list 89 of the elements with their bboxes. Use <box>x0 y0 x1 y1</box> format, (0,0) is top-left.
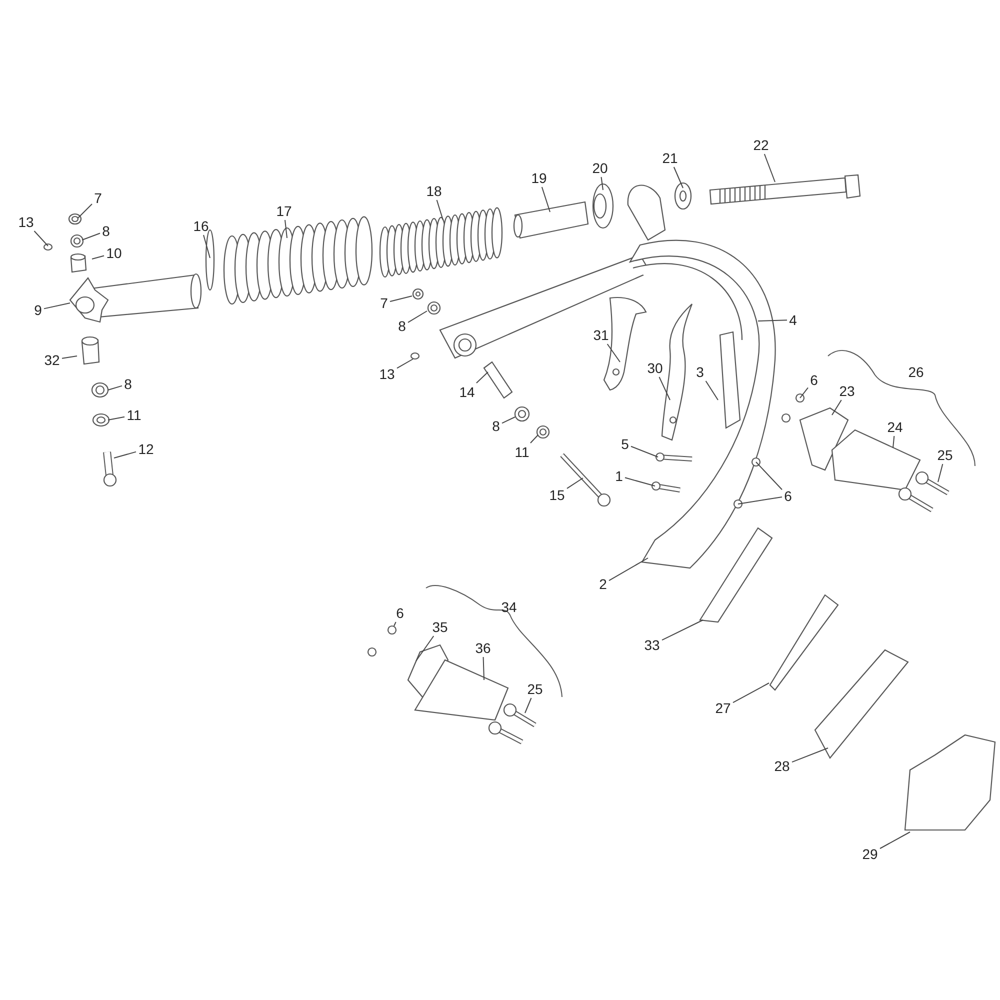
leader-line <box>92 255 104 260</box>
leader-line <box>606 344 620 362</box>
callout-number: 30 <box>647 360 663 376</box>
leader-line <box>800 387 808 398</box>
callout-number: 2 <box>599 576 607 592</box>
leader-line <box>530 434 538 444</box>
callout-number: 34 <box>501 599 517 615</box>
leader-line <box>732 682 770 704</box>
callout-number: 13 <box>379 366 395 382</box>
callout-number: 3 <box>696 364 704 380</box>
leader-line <box>624 477 656 486</box>
leader-line <box>758 320 788 322</box>
callout-number: 9 <box>34 302 42 318</box>
callout-number: 1 <box>615 468 623 484</box>
leader-line <box>436 200 444 220</box>
leader-line <box>82 232 100 240</box>
callout-number: 24 <box>887 419 903 435</box>
leader-line <box>476 372 488 384</box>
callout-number: 4 <box>789 312 797 328</box>
leader-line <box>502 416 516 424</box>
leader-line <box>608 558 648 582</box>
callout-number: 7 <box>94 190 102 206</box>
callout-number: 20 <box>592 160 608 176</box>
leader-line <box>662 620 704 641</box>
callout-number: 6 <box>810 372 818 388</box>
leader-line <box>396 358 414 369</box>
leader-line <box>938 464 944 482</box>
callout-number: 36 <box>475 640 491 656</box>
leader-line <box>756 462 782 490</box>
leader-line <box>600 176 604 190</box>
callout-number: 19 <box>531 170 547 186</box>
callout-number: 16 <box>193 218 209 234</box>
callout-number: 25 <box>527 681 543 697</box>
leader-line <box>416 636 434 662</box>
callout-number: 11 <box>126 407 142 423</box>
callout-number: 8 <box>124 376 132 392</box>
callout-number: 21 <box>662 150 678 166</box>
callout-number: 11 <box>514 444 530 460</box>
leader-line <box>792 748 828 763</box>
leader-line <box>541 186 550 212</box>
leader-line <box>78 204 92 218</box>
leader-line <box>566 478 584 489</box>
leader-line <box>673 166 684 188</box>
leader-line <box>34 230 48 246</box>
leader-line <box>394 622 396 626</box>
leader-line <box>62 356 78 359</box>
callout-number: 13 <box>18 214 34 230</box>
leader-line <box>114 451 136 458</box>
leader-line <box>738 496 782 504</box>
callout-number: 22 <box>753 137 769 153</box>
leader-line <box>524 698 532 714</box>
callout-number: 8 <box>102 223 110 239</box>
leader-line <box>203 234 210 258</box>
callout-number: 14 <box>459 384 475 400</box>
callout-number: 17 <box>276 203 292 219</box>
callout-number: 8 <box>492 418 500 434</box>
callout-number: 6 <box>396 605 404 621</box>
leader-line <box>764 154 776 182</box>
callout-number: 28 <box>774 758 790 774</box>
leader-line <box>284 220 288 238</box>
callout-number: 32 <box>44 352 60 368</box>
leader-line <box>44 302 70 310</box>
callout-number: 26 <box>908 364 924 380</box>
callout-number: 7 <box>380 295 388 311</box>
callout-number: 8 <box>398 318 406 334</box>
callout-number: 12 <box>138 441 154 457</box>
leader-line <box>832 400 842 416</box>
callout-number: 5 <box>621 436 629 452</box>
leader-line <box>390 296 412 302</box>
callout-number: 27 <box>715 700 731 716</box>
leader-line <box>658 376 670 400</box>
leader-line <box>108 416 125 420</box>
callout-number: 10 <box>106 245 122 261</box>
callout-number: 31 <box>593 327 609 343</box>
callout-number: 29 <box>862 846 878 862</box>
callout-number: 6 <box>784 488 792 504</box>
leader-line <box>705 380 718 400</box>
callout-number: 35 <box>432 619 448 635</box>
callout-number: 18 <box>426 183 442 199</box>
callout-number: 23 <box>839 383 855 399</box>
leader-line <box>880 832 910 849</box>
callout-number: 15 <box>549 487 565 503</box>
callout-number: 25 <box>937 447 953 463</box>
leader-line <box>630 446 658 458</box>
leader-line <box>892 436 895 448</box>
callout-number: 33 <box>644 637 660 653</box>
leader-line <box>108 385 122 390</box>
leader-line <box>408 310 428 323</box>
leader-line <box>482 656 484 680</box>
